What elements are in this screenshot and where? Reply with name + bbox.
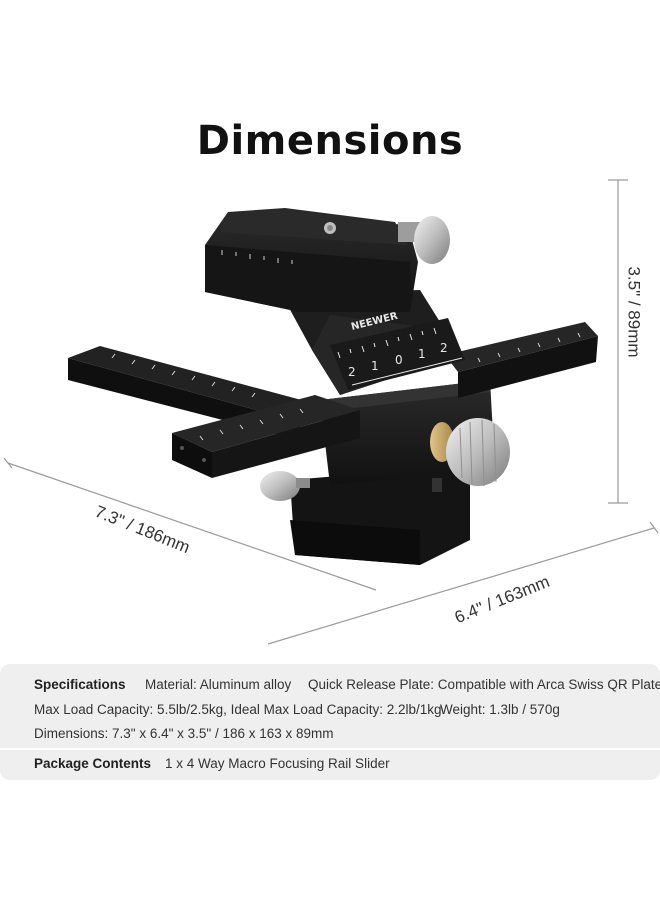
page-title: Dimensions [196, 118, 464, 164]
spec-material: Material: Aluminum alloy [145, 677, 292, 692]
width-dimension-line [3, 457, 377, 591]
height-dimension-line [608, 179, 628, 504]
focus-knob-icon [430, 418, 510, 487]
clamp-knob-icon [398, 216, 450, 264]
svg-text:2: 2 [348, 365, 356, 379]
front-rail [172, 395, 360, 478]
depth-dimension-line [267, 521, 659, 645]
spec-max-load: Max Load Capacity: 5.5lb/2.5kg, Ideal Ma… [34, 702, 442, 717]
right-rail [445, 322, 598, 398]
divider [0, 748, 660, 750]
height-dimension-label: 3.5" / 89mm [624, 266, 644, 358]
package-contents-heading: Package Contents [34, 756, 152, 771]
lock-knob-icon [260, 471, 310, 501]
specifications-panel: Specifications Material: Aluminum alloy … [0, 664, 660, 780]
specifications-heading: Specifications [34, 677, 126, 692]
rail-base [290, 465, 470, 565]
spec-weight: Weight: 1.3lb / 570g [440, 702, 560, 717]
svg-text:0: 0 [395, 353, 403, 367]
top-clamp [205, 208, 418, 312]
svg-text:2: 2 [440, 341, 448, 355]
svg-text:1: 1 [371, 359, 379, 373]
svg-text:1: 1 [418, 347, 426, 361]
package-contents: 1 x 4 Way Macro Focusing Rail Slider [165, 756, 390, 771]
spec-quick-release: Quick Release Plate: Compatible with Arc… [308, 677, 660, 692]
spec-dimensions: Dimensions: 7.3" x 6.4" x 3.5" / 186 x 1… [34, 726, 334, 741]
